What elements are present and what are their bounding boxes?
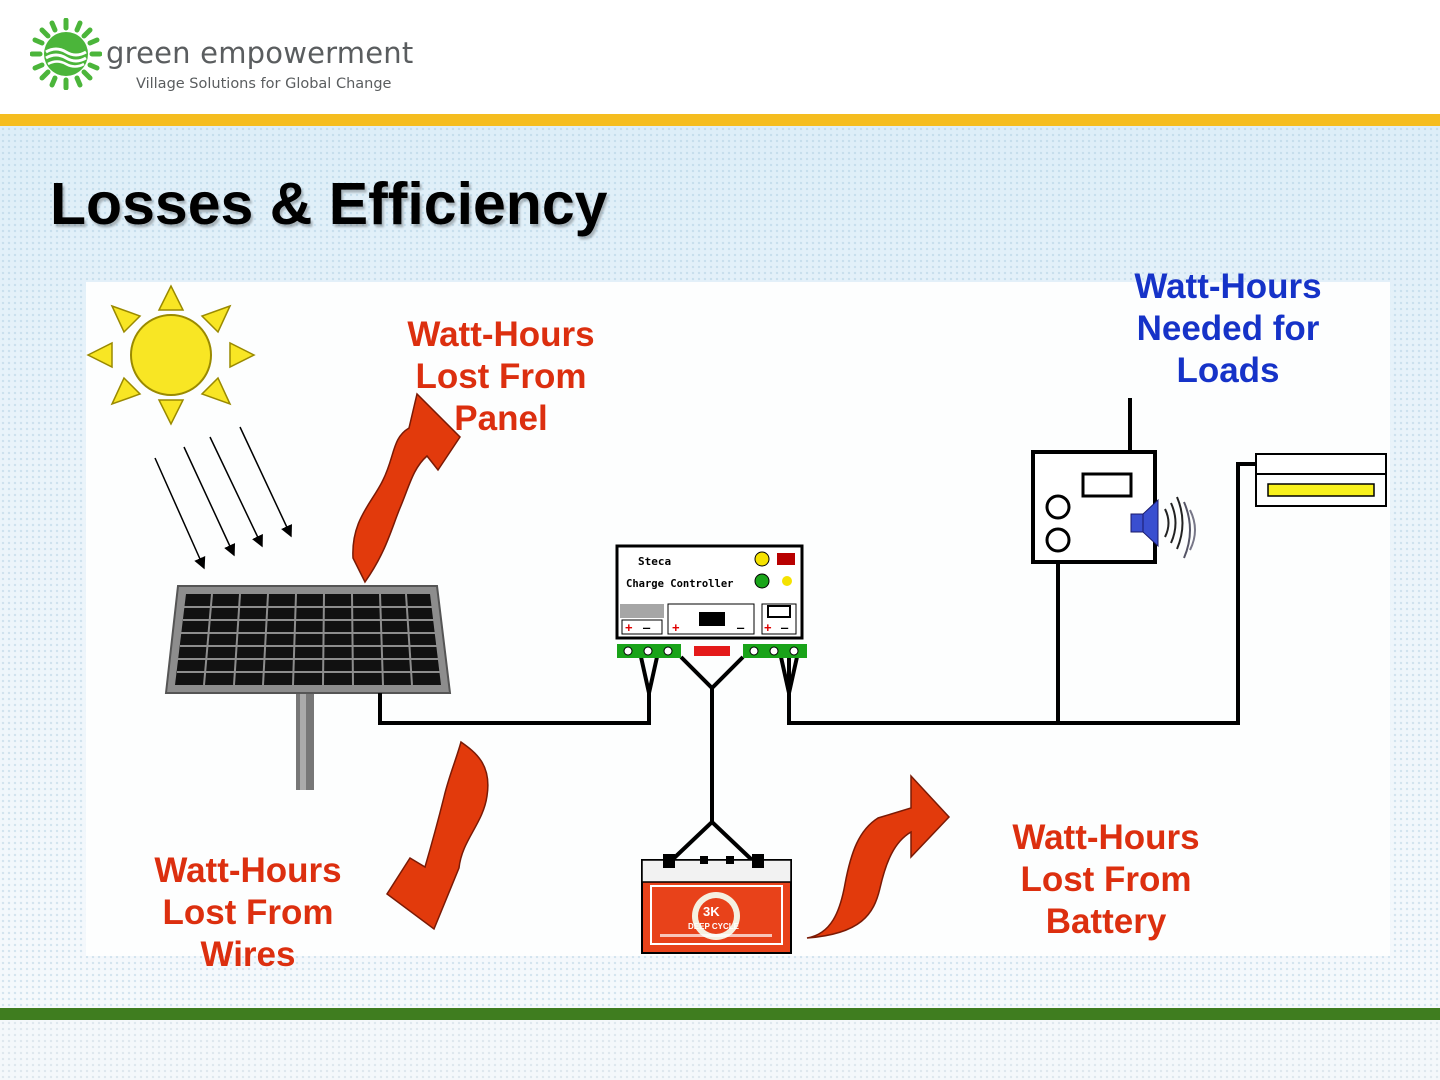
radio-icon [1031,450,1157,564]
svg-text:‒: ‒ [736,620,745,635]
solar-panel-icon [164,585,452,790]
battery-type: DEEP CYCLE [688,922,740,931]
svg-text:+: + [764,620,772,635]
controller-brand: Steca [638,555,671,568]
svg-text:‒: ‒ [780,620,789,635]
svg-text:+: + [625,620,633,635]
slide-title: Losses & Efficiency [50,171,608,237]
top-accent-bar [0,114,1440,126]
loads-needed-label: Watt-Hours Needed for Loads [1134,267,1322,390]
speaker-icon [1130,496,1196,559]
wire-loss-arrow [385,740,489,931]
footer-background [0,1020,1440,1080]
sun-icon [86,284,256,426]
diagram-panel: Steca Charge Controller + ‒ + ‒ + ‒ [86,267,1390,974]
svg-text:+: + [672,620,680,635]
battery-brand: 3K [703,904,720,919]
brand-tagline: Village Solutions for Global Change [136,76,392,92]
battery-loss-arrow [806,774,951,939]
brand-name: green empowerment [106,36,414,70]
controller-name: Charge Controller [626,578,733,590]
charge-controller-icon: Steca Charge Controller + ‒ + ‒ + ‒ [615,544,807,658]
svg-text:‒: ‒ [642,620,651,635]
sun-ray-arrows [154,426,292,570]
bottom-accent-bar [0,1008,1440,1020]
panel-loss-arrow [352,392,461,584]
wire-loss-label: Watt-Hours Lost From Wires [154,851,342,974]
sun-wave-logo-icon [30,18,102,90]
wiring [378,398,1258,862]
diagram-canvas: Steca Charge Controller + ‒ + ‒ + ‒ [86,284,1387,954]
header: green empowerment Village Solutions for … [0,0,1440,114]
battery-loss-label: Watt-Hours Lost From Battery [1012,818,1200,941]
panel-loss-label: Watt-Hours Lost From Panel [407,315,595,438]
battery-icon: 3K DEEP CYCLE [641,854,792,954]
fluorescent-lamp-icon [1255,453,1387,507]
